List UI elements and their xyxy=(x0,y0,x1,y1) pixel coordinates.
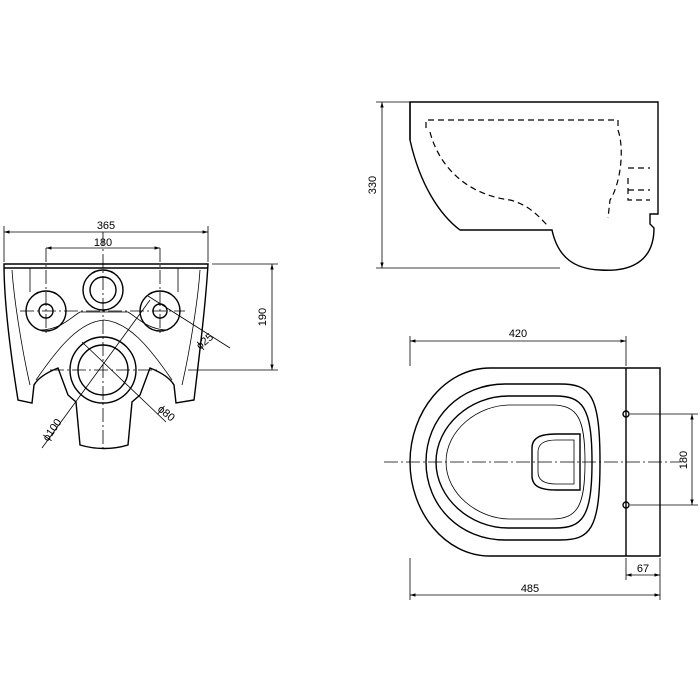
top-view-outlet xyxy=(531,433,581,491)
front-outlet-inner-leader xyxy=(81,341,167,423)
top-total-length-dimension: 485 xyxy=(521,583,539,595)
front-outlet-outer-leader xyxy=(41,299,151,449)
top-view-rim-inner xyxy=(435,395,593,529)
top-view-dimensions: 420 485 67 180 xyxy=(409,328,698,600)
top-bolt-spacing-dimension: 180 xyxy=(678,451,690,469)
top-view xyxy=(384,367,680,557)
top-view-outlet-inner xyxy=(537,439,575,485)
top-view-rim-outer xyxy=(425,383,601,541)
side-view: 330 xyxy=(367,101,659,271)
front-view-outline xyxy=(3,263,209,450)
front-hole-leader xyxy=(147,295,231,349)
front-height-dimension: 190 xyxy=(257,308,269,326)
side-view-hidden-inlet xyxy=(627,167,650,201)
front-outlet-outer-diameter-label: ϕ100 xyxy=(41,417,65,444)
front-view-dimensions: 365 180 190 ϕ25 ϕ100 ϕ80 xyxy=(3,220,278,444)
front-width-dimension: 365 xyxy=(97,220,115,232)
front-hole-spacing-dimension: 180 xyxy=(94,237,112,249)
front-view-bracket xyxy=(29,268,179,331)
top-inner-length-dimension: 420 xyxy=(509,328,527,340)
top-back-offset-dimension: 67 xyxy=(637,563,649,575)
side-view-outline xyxy=(409,101,659,271)
side-height-dimension: 330 xyxy=(367,176,379,194)
side-view-hidden-bowl xyxy=(425,119,622,227)
front-view xyxy=(3,232,231,452)
top-view-bowl-opening xyxy=(445,404,586,520)
top-view-top-bolt-hole xyxy=(622,410,630,418)
front-hole-diameter-label: ϕ25 xyxy=(194,331,216,352)
front-view-inner-outline xyxy=(11,269,201,386)
front-outlet-inner-diameter-label: ϕ80 xyxy=(155,403,177,424)
top-view-bottom-bolt-hole xyxy=(622,501,630,509)
